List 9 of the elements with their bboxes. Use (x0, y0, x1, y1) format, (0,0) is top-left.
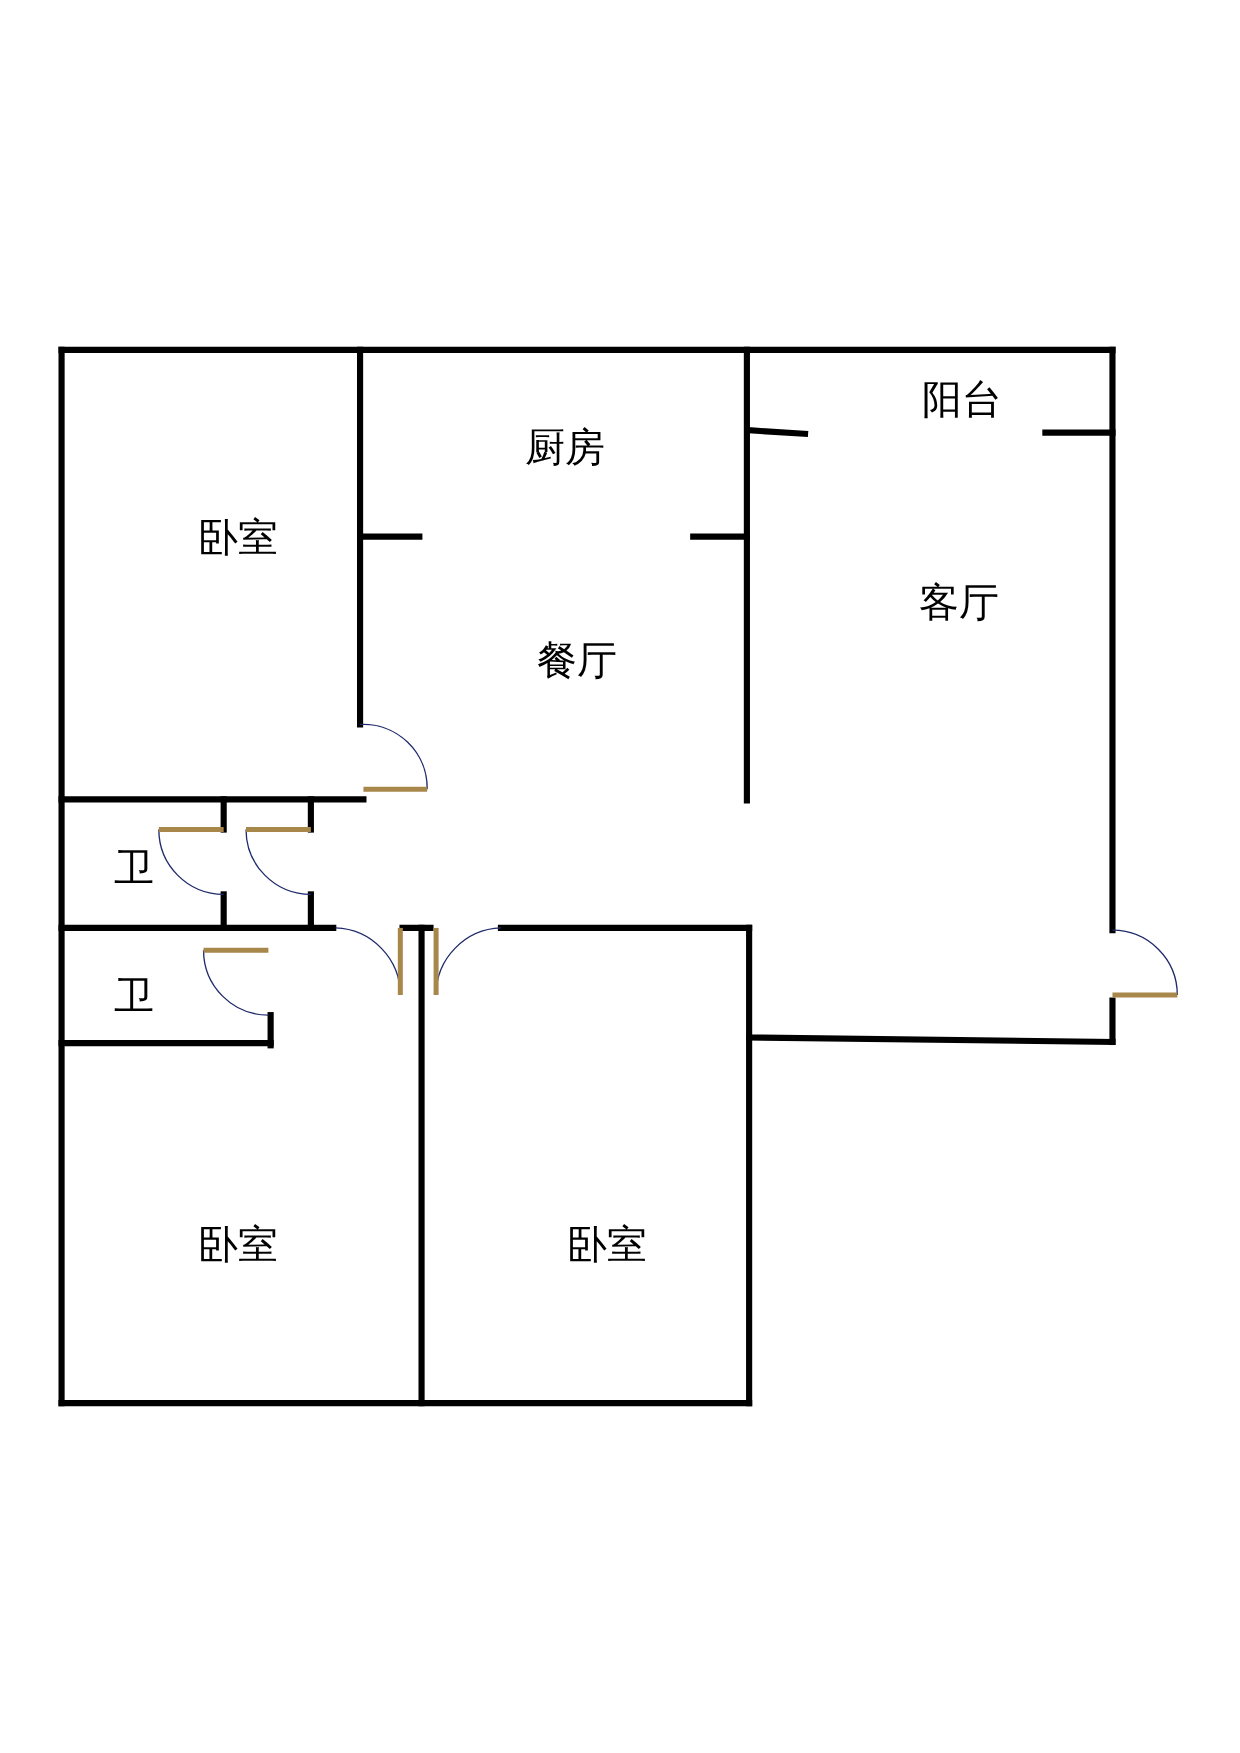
room-label: 卫 (114, 846, 155, 887)
room-label: 卧室 (198, 516, 279, 557)
room-label: 卫 (114, 975, 155, 1016)
room-label: 餐厅 (536, 639, 617, 680)
room-label: 阳台 (921, 379, 1002, 420)
room-label: 厨房 (524, 427, 605, 468)
room-label: 卧室 (198, 1224, 279, 1265)
room-label: 卧室 (567, 1224, 648, 1265)
room-label: 客厅 (919, 581, 1000, 622)
